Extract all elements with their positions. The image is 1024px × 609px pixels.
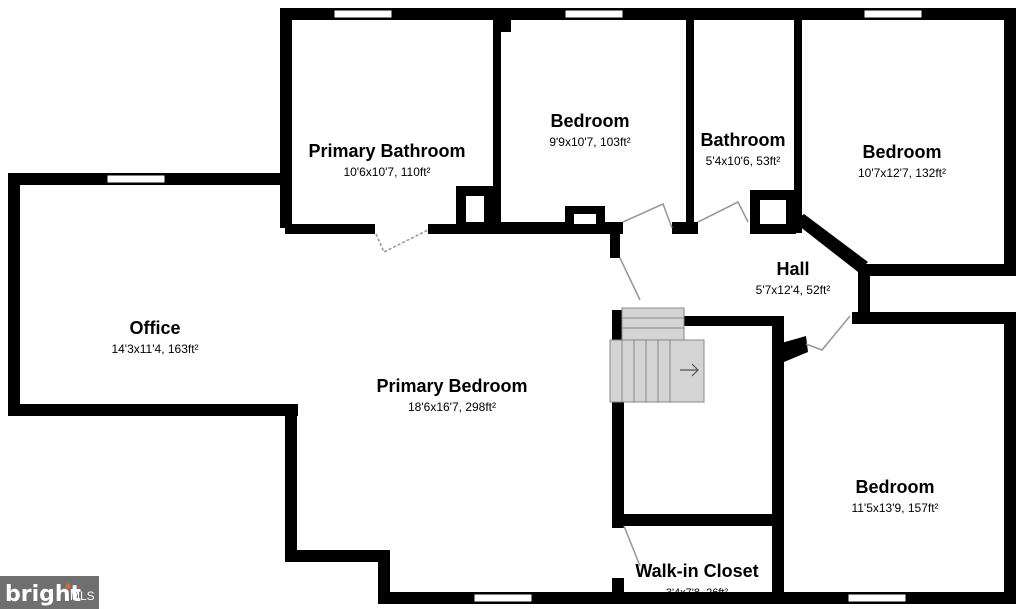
room-name-bathroom: Bathroom: [701, 130, 786, 150]
wall-bath-bedroom1: [493, 8, 501, 232]
wall-office-bottom: [8, 404, 298, 416]
room-dims-walk-in-closet: 3'4x7'8, 26ft²: [666, 587, 729, 599]
door-bedroom1: [622, 202, 673, 229]
window-primary-bedroom: [473, 593, 533, 603]
window-primary-bath: [333, 9, 393, 19]
room-name-primary-bedroom: Primary Bedroom: [376, 376, 527, 396]
room-dims-primary-bedroom: 18'6x16'7, 298ft²: [408, 400, 496, 414]
stair-run: [609, 339, 705, 403]
window-bedroom3: [847, 593, 907, 603]
wall-bathroom-bedroom2: [794, 8, 802, 233]
window-bedroom2: [863, 9, 923, 19]
wall-step-down: [378, 550, 390, 604]
wall-bedroom3-top: [852, 312, 1016, 324]
room-name-bedroom-3: Bedroom: [855, 477, 934, 497]
chimney-2-inner: [574, 214, 596, 224]
room-name-bedroom-1: Bedroom: [550, 111, 629, 131]
wall-stair-top: [612, 316, 784, 326]
watermark-background: [0, 576, 99, 609]
wall-closet-top: [612, 514, 784, 526]
stairs: [609, 307, 705, 403]
wall-post-hall: [610, 228, 620, 258]
window-office: [106, 174, 166, 184]
wall-primary-bath-bottom-a: [285, 224, 375, 234]
wall-hall-diagonal: [794, 214, 868, 272]
doors: [375, 200, 851, 567]
watermark-suffix: MLS: [70, 589, 95, 603]
room-dims-bedroom-2: 10'7x12'7, 132ft²: [858, 166, 946, 180]
wall-closet-left-post: [612, 578, 624, 604]
door-walk-in-closet: [623, 525, 641, 567]
chimney-1-inner: [466, 196, 484, 222]
window-bedroom1: [564, 9, 624, 19]
room-dims-office: 14'3x11'4, 163ft²: [111, 342, 198, 356]
room-dims-hall: 5'7x12'4, 52ft²: [756, 283, 831, 297]
arrow-right-icon: [680, 363, 699, 377]
room-dims-primary-bathroom: 10'6x10'7, 110ft²: [343, 165, 430, 179]
windows: [106, 9, 923, 603]
wall-right-upper: [1004, 8, 1016, 276]
room-name-hall: Hall: [776, 259, 809, 279]
door-bedroom3: [805, 315, 851, 351]
wall-primary-bath-left: [280, 8, 292, 228]
room-dims-bathroom: 5'4x10'6, 53ft²: [706, 154, 781, 168]
wall-top: [280, 8, 1016, 20]
wall-post-top: [493, 8, 511, 32]
wall-hall-post: [778, 336, 808, 362]
wall-step-bottom: [285, 550, 390, 562]
walls: [8, 8, 1016, 604]
room-name-office: Office: [129, 318, 180, 338]
room-name-walk-in-closet: Walk-in Closet: [635, 561, 758, 581]
chimney-3-inner: [760, 200, 786, 224]
wall-hall-notch: [858, 264, 870, 319]
wall-primary-bedroom-left: [285, 404, 297, 562]
wall-bathroom-bottom: [672, 222, 698, 234]
wall-office-left: [8, 173, 20, 416]
door-bathroom: [697, 200, 749, 223]
wall-bedroom1-bathroom: [686, 8, 694, 232]
room-name-primary-bathroom: Primary Bathroom: [308, 141, 465, 161]
room-labels: Primary Bathroom 10'6x10'7, 110ft² Bedro…: [111, 111, 946, 599]
door-primary-bath: [375, 229, 429, 254]
wall-right-lower: [1004, 312, 1016, 604]
room-dims-bedroom-1: 9'9x10'7, 103ft²: [549, 135, 630, 149]
room-name-bedroom-2: Bedroom: [862, 142, 941, 162]
stair-landing: [621, 307, 685, 341]
wall-stair-right: [772, 316, 784, 604]
door-primary-bedroom: [619, 257, 641, 301]
watermark-dot-icon: [65, 583, 71, 589]
wall-bedroom2-bottom: [858, 264, 1016, 276]
room-dims-bedroom-3: 11'5x13'9, 157ft²: [851, 501, 938, 515]
watermark: bright MLS: [0, 576, 99, 609]
